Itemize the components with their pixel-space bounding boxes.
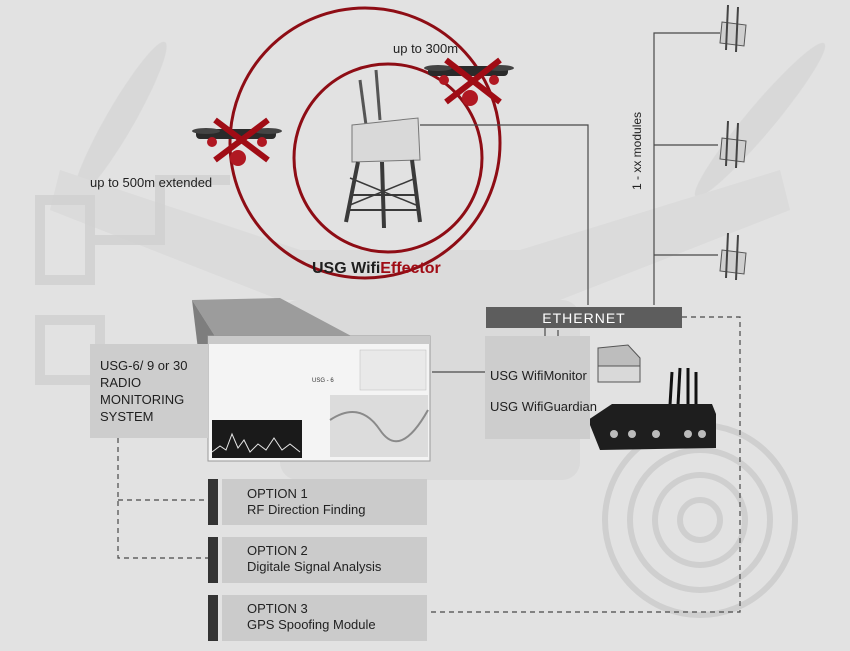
wifi-devices-panel: [485, 336, 590, 439]
effector-title: USG WifiEffector: [312, 260, 441, 278]
option-2-title: OPTION 2: [247, 543, 308, 558]
option-2-marker: [208, 537, 218, 583]
wifi-monitor-device-icon: [597, 344, 641, 383]
modules-count-label: 1 - xx modules: [630, 111, 644, 190]
radio-system-panel: [90, 344, 208, 438]
wifi-guardian-prefix: USG Wifi: [490, 399, 544, 414]
option-1-text: OPTION 1 RF Direction Finding: [247, 486, 366, 518]
wifi-monitor-prefix: USG Wifi: [490, 368, 544, 383]
option-3-text: OPTION 3 GPS Spoofing Module: [247, 601, 376, 633]
option-2-panel: [222, 537, 427, 583]
wifi-guardian-suffix: Guardian: [543, 399, 597, 414]
option-1-title: OPTION 1: [247, 486, 308, 501]
option-1-panel: [222, 479, 427, 525]
radio-system-line-4: SYSTEM: [100, 409, 154, 424]
effector-device-icon: [344, 69, 422, 229]
wifi-monitor-label: USG WifiMonitor: [490, 368, 587, 383]
radio-system-line-2: RADIO: [100, 375, 142, 390]
ethernet-bar: ETHERNET: [486, 307, 682, 328]
range-ring-extended: [228, 6, 502, 280]
antenna-module-1-icon: [719, 4, 747, 53]
radio-system-line-3: MONITORING: [100, 392, 185, 407]
option-1-desc: RF Direction Finding: [247, 502, 366, 517]
ethernet-label: ETHERNET: [542, 309, 626, 326]
antenna-module-3-icon: [719, 232, 747, 281]
option-2-desc: Digitale Signal Analysis: [247, 559, 382, 574]
drone-left-icon: [192, 117, 282, 166]
wifi-guardian-device-icon: [588, 367, 716, 450]
option-3-title: OPTION 3: [247, 601, 308, 616]
background-radio-waves: [602, 422, 798, 618]
radio-system-label: USG-6/ 9 or 30 RADIO MONITORING SYSTEM: [100, 357, 187, 425]
effector-title-suffix: Effector: [380, 260, 441, 277]
radio-system-line-1: USG-6/ 9 or 30: [100, 358, 188, 373]
option-3-marker: [208, 595, 218, 641]
option-2-text: OPTION 2 Digitale Signal Analysis: [247, 543, 381, 575]
range-extended-label: up to 500m extended: [90, 175, 213, 190]
range-ring-primary: [292, 62, 484, 254]
antenna-module-2-icon: [719, 120, 747, 169]
option-3-desc: GPS Spoofing Module: [247, 617, 376, 632]
monitoring-software-screenshot: [207, 335, 431, 462]
drone-right-icon: [424, 57, 514, 106]
dashed-connection-lines: [117, 316, 741, 613]
option-1-marker: [208, 479, 218, 525]
wifi-monitor-suffix: Monitor: [543, 368, 587, 383]
radio-device-label: USG - 6: [312, 378, 334, 384]
option-3-panel: [222, 595, 427, 641]
wifi-guardian-label: USG WifiGuardian: [490, 399, 597, 414]
range-primary-label: up to 300m: [393, 41, 459, 56]
effector-title-prefix: USG Wifi: [312, 260, 381, 277]
